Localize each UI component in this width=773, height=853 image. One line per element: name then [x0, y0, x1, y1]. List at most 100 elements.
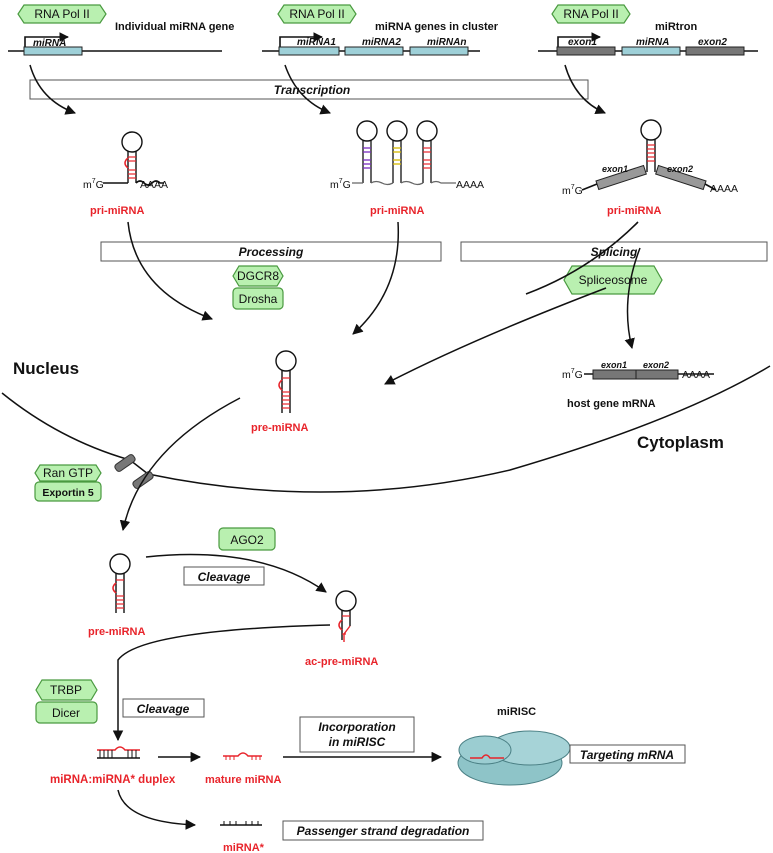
splicing-to-host — [624, 247, 641, 350]
trbp-badge: TRBP — [35, 679, 98, 701]
svg-text:Drosha: Drosha — [239, 292, 278, 306]
gene3-exon1-segment — [556, 46, 616, 56]
pri2-cap: m7G — [330, 178, 351, 191]
transcription-label: Transcription — [274, 83, 350, 97]
splicing-box — [460, 241, 768, 262]
dicer-badge: Dicer — [35, 701, 98, 724]
mirisc-label: miRISC — [497, 706, 536, 718]
pre-cyto-label: pre-miRNA — [88, 626, 146, 638]
incorporation-line1: Incorporation — [318, 720, 395, 734]
gene2-group: RNA Pol II miRNA genes in cluster miRNA1… — [262, 4, 499, 56]
dicer-arrow — [112, 624, 331, 742]
splicing-to-pre — [384, 287, 607, 385]
cleavage1-label: Cleavage — [198, 570, 251, 584]
duplex-label: miRNA:miRNA* duplex — [50, 774, 176, 786]
tss-arrow-2 — [279, 32, 323, 50]
host-cap: m7G — [562, 368, 583, 381]
nuclear-membrane — [1, 365, 771, 493]
star-label: miRNA* — [223, 842, 265, 853]
ran-gtp-badge: Ran GTP — [34, 464, 102, 482]
spliceosome-badge: Spliceosome — [563, 265, 663, 295]
pri2-tail: AAAA — [456, 179, 484, 191]
pri-mirna-1: m7G AAAA pri-miRNA — [83, 131, 168, 217]
gene2-label-n: miRNAn — [427, 37, 466, 48]
svg-text:DGCR8: DGCR8 — [237, 269, 279, 283]
cleavage2-label: Cleavage — [137, 702, 190, 716]
gene3-mirna-segment — [621, 46, 681, 56]
cleavage2-box — [122, 698, 205, 718]
gene2-segment-n — [409, 46, 469, 56]
drosha-badge: Drosha — [232, 287, 284, 310]
pre-mirna-nucleus: pre-miRNA — [251, 350, 309, 434]
host-tail: AAAA — [682, 369, 710, 381]
pre-mirna-cyto: pre-miRNA — [88, 553, 146, 638]
tss-arrow-3 — [557, 32, 601, 50]
duplex-graphic: miRNA:miRNA* duplex — [50, 746, 176, 786]
rna-pol-label-1: RNA Pol II — [34, 7, 89, 21]
transcription-arrow-3 — [564, 64, 606, 115]
gene3-exon2-segment — [685, 46, 745, 56]
processing-box — [100, 241, 442, 262]
pre-nucleus-label: pre-miRNA — [251, 422, 309, 434]
nuclear-pore — [114, 454, 154, 489]
pri3-exon1-label: exon1 — [602, 164, 628, 174]
rna-pol-label-3: RNA Pol II — [563, 7, 618, 21]
to-passenger-arrow — [117, 789, 197, 830]
passenger-graphic: miRNA* — [220, 821, 265, 853]
pri1-label: pri-miRNA — [90, 205, 144, 217]
incorporation-line2: in miRISC — [329, 735, 386, 749]
cleavage1-box — [183, 566, 265, 586]
pri3-exon2-label: exon2 — [667, 164, 693, 174]
gene1-mirna-label: miRNA — [33, 38, 66, 49]
targeting-label: Targeting mRNA — [580, 748, 674, 762]
pri-mirna-3: exon1 exon2 m7G AAAA pri-miRNA — [562, 119, 738, 217]
gene3-label-exon1: exon1 — [568, 37, 597, 48]
ac-pre-label: ac-pre-miRNA — [305, 656, 378, 668]
ac-pre-mirna: ac-pre-miRNA — [305, 590, 378, 668]
svg-text:AGO2: AGO2 — [230, 533, 264, 547]
svg-text:Ran GTP: Ran GTP — [43, 466, 93, 480]
svg-text:Exportin 5: Exportin 5 — [42, 487, 94, 499]
pri3-cap: m7G — [562, 184, 583, 197]
gene1-group: RNA Pol II Individual miRNA gene miRNA — [8, 4, 234, 56]
svg-text:Spliceosome: Spliceosome — [579, 273, 648, 287]
processing-arrow-2 — [352, 221, 400, 335]
pri3-label: pri-miRNA — [607, 205, 661, 217]
pri3-tail: AAAA — [710, 183, 738, 195]
pri2-label: pri-miRNA — [370, 205, 424, 217]
splicing-arrow-in — [525, 221, 639, 295]
rna-pol-badge-3: RNA Pol II — [551, 4, 631, 24]
nucleus-label: Nucleus — [13, 359, 79, 378]
transcription-arrow-1 — [29, 64, 76, 115]
host-exon2-label: exon2 — [643, 360, 669, 370]
host-exon1-label: exon1 — [601, 360, 627, 370]
pri-mirna-2: m7G AAAA pri-miRNA — [330, 120, 484, 217]
gene2-label-1: miRNA1 — [297, 37, 336, 48]
pri1-cap: m7G — [83, 178, 104, 191]
gene1-mirna-segment — [23, 46, 83, 56]
mature-label: mature miRNA — [205, 774, 281, 786]
rna-pol-badge-2: RNA Pol II — [277, 4, 357, 24]
processing-arrow-1 — [127, 221, 213, 321]
transcription-box — [29, 79, 589, 100]
dgcr8-badge: DGCR8 — [232, 265, 284, 287]
gene2-title: miRNA genes in cluster — [375, 21, 499, 33]
gene3-label-mirna: miRNA — [636, 37, 669, 48]
gene3-title: miRtron — [655, 21, 697, 33]
gene2-segment-2 — [344, 46, 404, 56]
cytoplasm-label: Cytoplasm — [637, 433, 724, 452]
svg-text:Dicer: Dicer — [52, 706, 80, 720]
exportin5-badge: Exportin 5 — [34, 481, 102, 502]
gene2-segment-1 — [278, 46, 340, 56]
rna-pol-label-2: RNA Pol II — [289, 7, 344, 21]
processing-label: Processing — [239, 245, 304, 259]
incorporation-box — [299, 716, 415, 753]
tss-arrow-1 — [24, 32, 69, 50]
transcription-arrow-2 — [284, 64, 331, 115]
targeting-box — [569, 744, 686, 764]
gene2-label-2: miRNA2 — [362, 37, 401, 48]
passenger-box — [282, 820, 484, 841]
export-arrow — [119, 397, 241, 532]
gene1-title: Individual miRNA gene — [115, 21, 234, 33]
